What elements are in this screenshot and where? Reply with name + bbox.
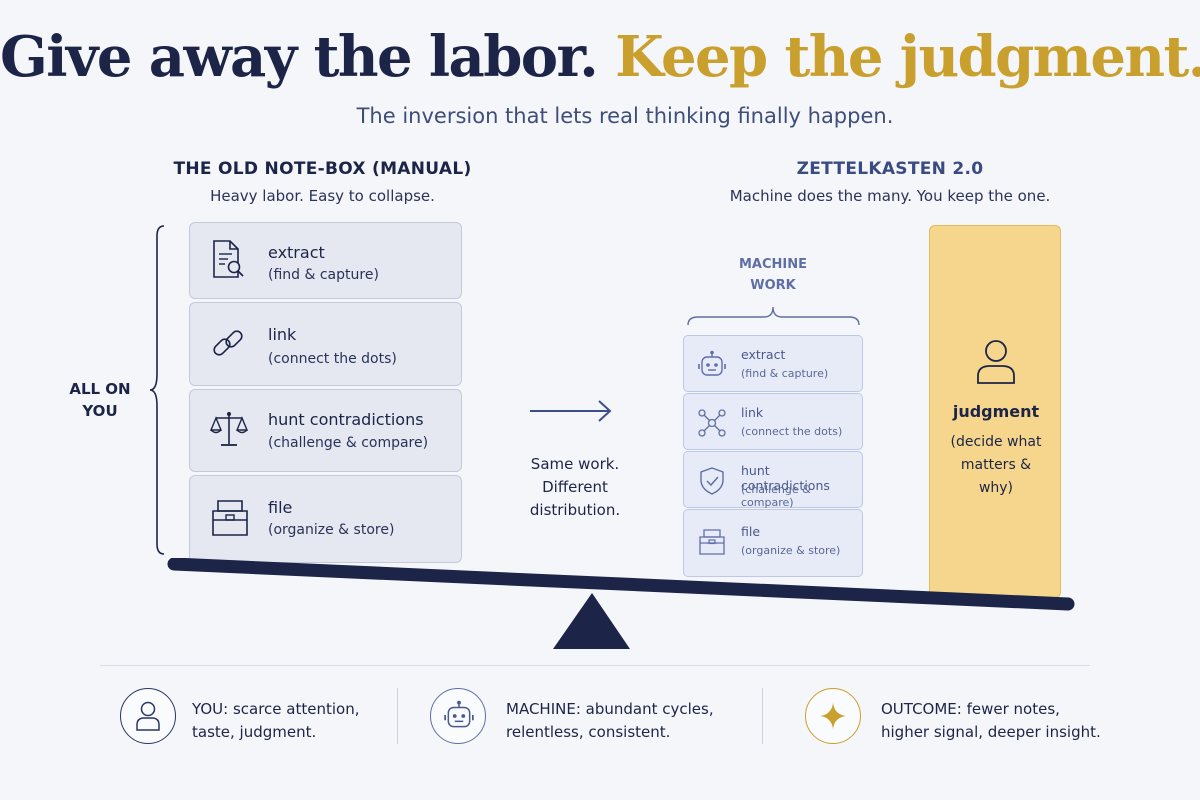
judgment-description: (decide what matters & why): [930, 431, 1062, 500]
robot-icon: [698, 350, 726, 376]
machine-card-file: file (organize & store): [683, 509, 863, 577]
machine-card-hunt-contradictions: hunt contradictions (challenge & compare…: [683, 451, 863, 509]
chain-link-icon: [213, 330, 243, 356]
person-icon: [136, 701, 160, 731]
machine-card-extract: extract (find & capture): [683, 335, 863, 392]
machine-card-subtitle: (organize & store): [741, 544, 841, 557]
machine-card-title: link: [741, 405, 764, 420]
judgment-box: judgment (decide what matters & why): [929, 225, 1061, 598]
machine-work-brace: [687, 306, 860, 326]
manual-card-title: file: [268, 498, 293, 517]
machine-card-subtitle: (find & capture): [741, 367, 829, 380]
machine-work-line2: WORK: [750, 278, 796, 293]
footer-machine-text: MACHINE: abundant cycles, relentless, co…: [506, 698, 714, 744]
manual-card-subtitle: (connect the dots): [268, 351, 397, 367]
manual-card-hunt-contradictions: hunt contradictions (challenge & compare…: [189, 389, 462, 472]
footer-outcome-text: OUTCOME: fewer notes, higher signal, dee…: [881, 698, 1101, 744]
footer-machine-badge: [430, 688, 486, 744]
machine-card-title: hunt contradictions: [741, 463, 830, 493]
footer-separator: [397, 688, 398, 744]
same-work-line3: distribution.: [529, 501, 621, 519]
footer-machine-line1: MACHINE: abundant cycles,: [506, 700, 714, 718]
right-section-subheading: Machine does the many. You keep the one.: [729, 187, 1051, 205]
title-part-labor: Give away the labor.: [0, 24, 599, 90]
left-section-heading: THE OLD NOTE-BOX (MANUAL): [173, 159, 472, 179]
same-work-line1: Same work.: [530, 455, 620, 473]
judgment-line3: why): [978, 480, 1014, 496]
footer-you-line1: YOU: scarce attention,: [192, 700, 360, 718]
machine-card-subtitle: (challenge & compare): [741, 483, 811, 509]
manual-card-file: file (organize & store): [189, 475, 462, 563]
robot-icon: [444, 700, 474, 728]
file-box-icon: [699, 529, 725, 555]
same-work-line2: Different: [542, 478, 608, 496]
person-icon: [977, 340, 1015, 384]
manual-card-title: extract: [268, 243, 325, 262]
manual-card-extract: extract (find & capture): [189, 222, 462, 299]
seesaw-beam: [167, 558, 1075, 611]
footer-outcome-line2: higher signal, deeper insight.: [881, 723, 1101, 741]
judgment-line1: (decide what: [950, 434, 1042, 450]
footer-you-text: YOU: scarce attention, taste, judgment.: [192, 698, 359, 744]
arrow-right-icon: [530, 400, 612, 422]
left-section-subheading: Heavy labor. Easy to collapse.: [210, 187, 435, 205]
left-brace: [149, 225, 165, 555]
network-nodes-icon: [698, 409, 726, 437]
file-box-icon: [212, 500, 248, 536]
machine-card-title: extract: [741, 347, 786, 362]
shield-check-icon: [700, 467, 724, 495]
footer-machine-line2: relentless, consistent.: [506, 723, 671, 741]
machine-card-subtitle: (connect the dots): [741, 425, 843, 438]
footer-separator: [762, 688, 763, 744]
sparkle-icon: [820, 703, 846, 729]
manual-card-subtitle: (find & capture): [268, 267, 379, 283]
seesaw-fulcrum: [553, 593, 630, 649]
judgment-title: judgment: [952, 402, 1040, 421]
machine-work-label: MACHINE WORK: [713, 254, 833, 296]
footer-outcome-badge: [805, 688, 861, 744]
manual-card-link: link (connect the dots): [189, 302, 462, 386]
machine-card-title: file: [741, 524, 761, 539]
title-part-judgment: Keep the judgment.: [615, 24, 1200, 90]
seesaw: [167, 558, 1075, 649]
manual-card-subtitle: (challenge & compare): [268, 435, 429, 451]
manual-card-title: link: [268, 325, 297, 344]
same-work-caption: Same work. Different distribution.: [515, 453, 635, 522]
all-on-you-line1: ALL ON: [69, 380, 131, 398]
machine-card-link: link (connect the dots): [683, 393, 863, 450]
document-search-icon: [213, 240, 244, 278]
footer-divider: [100, 665, 1090, 666]
machine-work-line1: MACHINE: [738, 257, 807, 272]
page-subtitle: The inversion that lets real thinking fi…: [356, 104, 894, 128]
all-on-you-line2: YOU: [82, 402, 118, 420]
page-title: Give away the labor. Keep the judgment.: [0, 24, 1200, 90]
footer-you-badge: [120, 688, 176, 744]
footer-you-line2: taste, judgment.: [192, 723, 317, 741]
manual-card-subtitle: (organize & store): [268, 522, 395, 538]
judgment-line2: matters &: [960, 457, 1032, 473]
balance-scale-icon: [210, 412, 248, 446]
all-on-you-label: ALL ON YOU: [60, 378, 140, 422]
right-section-heading: ZETTELKASTEN 2.0: [796, 159, 984, 179]
footer-outcome-line1: OUTCOME: fewer notes,: [881, 700, 1060, 718]
manual-card-title: hunt contradictions: [268, 410, 424, 429]
